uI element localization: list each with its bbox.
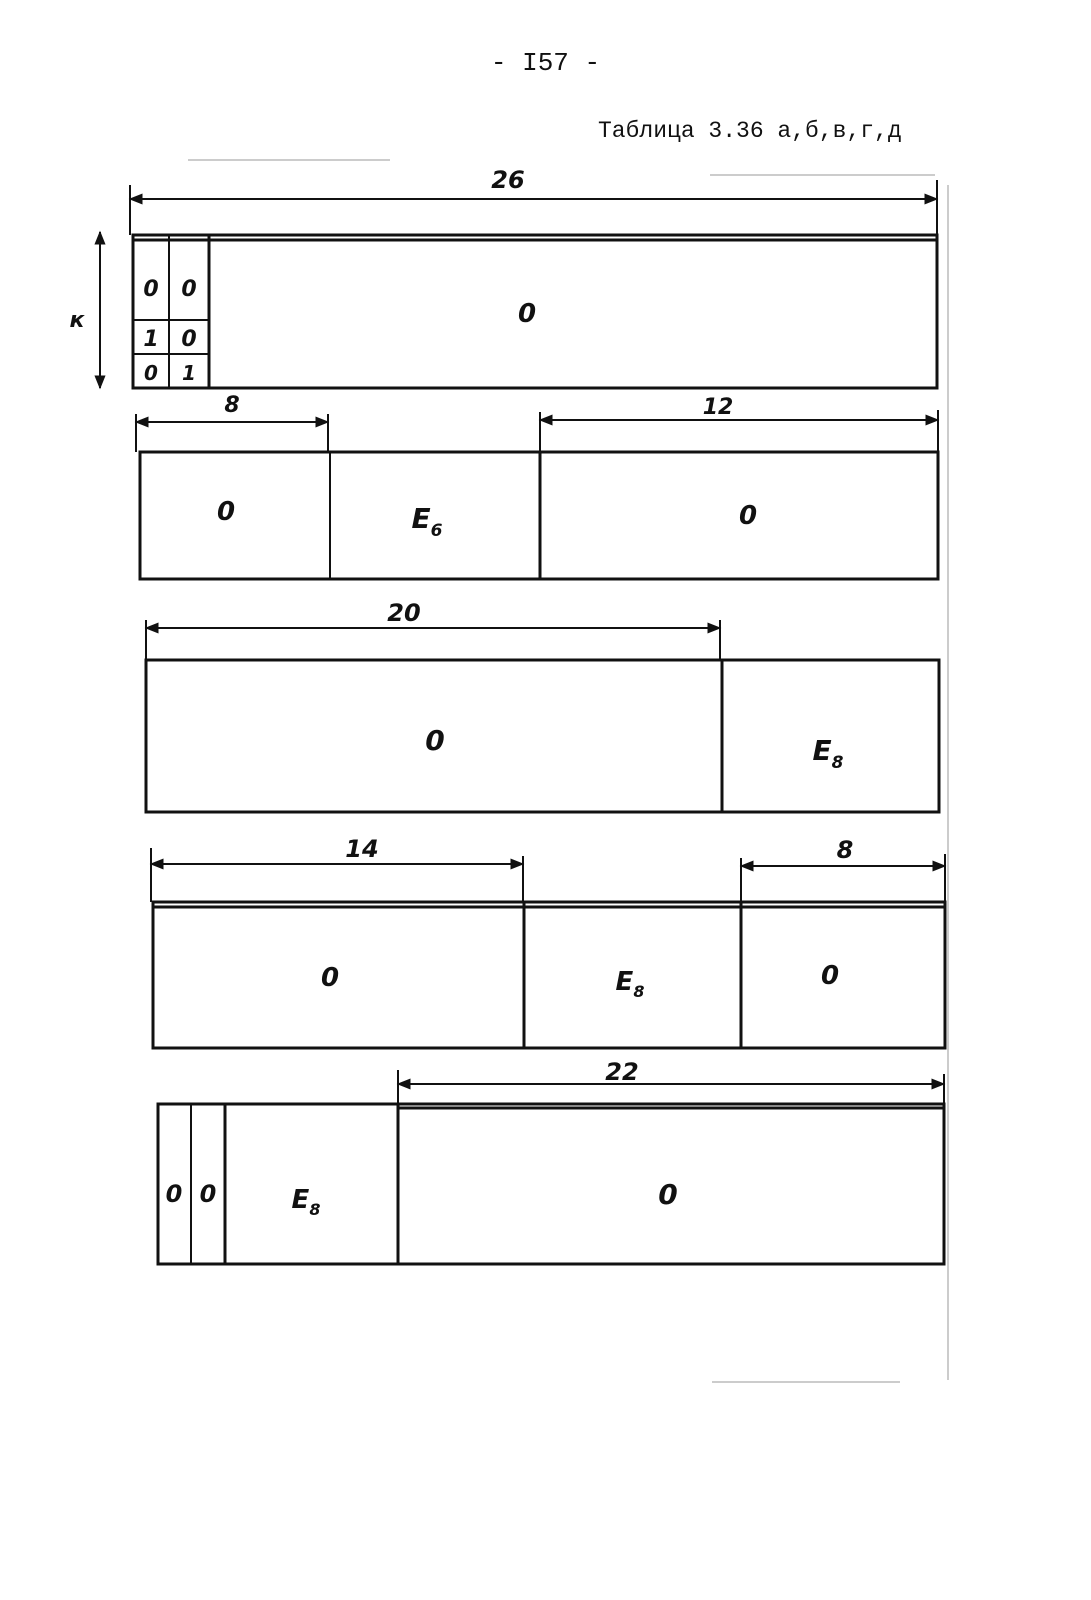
outer-box	[156, 1102, 946, 1266]
diagram-b: 8 12 0 E6 0	[134, 393, 940, 581]
cell-right: E8	[813, 734, 844, 773]
dimension-label: 20	[387, 599, 420, 627]
grid-cell-r1c2: 0	[181, 277, 196, 302]
cell-left: 0	[425, 724, 444, 757]
grid-cell-r3c1: 0	[144, 361, 158, 385]
diagram-c: 20 0 E8	[144, 599, 941, 814]
outer-box	[131, 233, 939, 390]
grid-cell-r3c2: 1	[182, 361, 196, 385]
cell-left: 0	[321, 963, 339, 993]
cell-right: 0	[821, 961, 839, 991]
cell-left: 0	[217, 497, 235, 527]
cell-middle: E8	[616, 967, 645, 1001]
grid-cell-r1c1: 0	[143, 277, 158, 302]
page-number: - I57 -	[490, 48, 601, 78]
grid-cell-r2c1: 1	[143, 327, 158, 352]
diagram-e: 22 0 0 E8 0	[156, 1058, 946, 1266]
cell-right: 0	[739, 501, 757, 531]
dimension-label-right: 12	[703, 395, 734, 420]
diagram-a: 26 к 0 0 1 0 0 1 0	[70, 166, 939, 390]
table-caption: Таблица 3.36 а,б,в,г,д	[598, 118, 902, 144]
dimension-label: 22	[605, 1058, 638, 1086]
dimension-label-left: 8	[224, 393, 239, 418]
diagram-d: 14 8 0 E8 0	[149, 835, 947, 1050]
dimension-label: 26	[491, 166, 524, 194]
outer-box	[144, 658, 941, 814]
cell-right: 0	[658, 1178, 677, 1211]
main-cell: 0	[518, 299, 536, 329]
grid-cell-r2c2: 0	[181, 327, 196, 352]
outer-box	[151, 900, 947, 1050]
dimension-label-right: 8	[837, 836, 854, 864]
cell-middle: E6	[412, 502, 443, 541]
cell-narrow-2: 0	[200, 1180, 217, 1208]
dimension-label-left: 14	[345, 835, 378, 863]
cell-middle: E8	[292, 1185, 321, 1219]
scan-marks	[188, 159, 949, 1383]
cell-narrow-1: 0	[166, 1180, 183, 1208]
side-label: к	[70, 308, 86, 333]
